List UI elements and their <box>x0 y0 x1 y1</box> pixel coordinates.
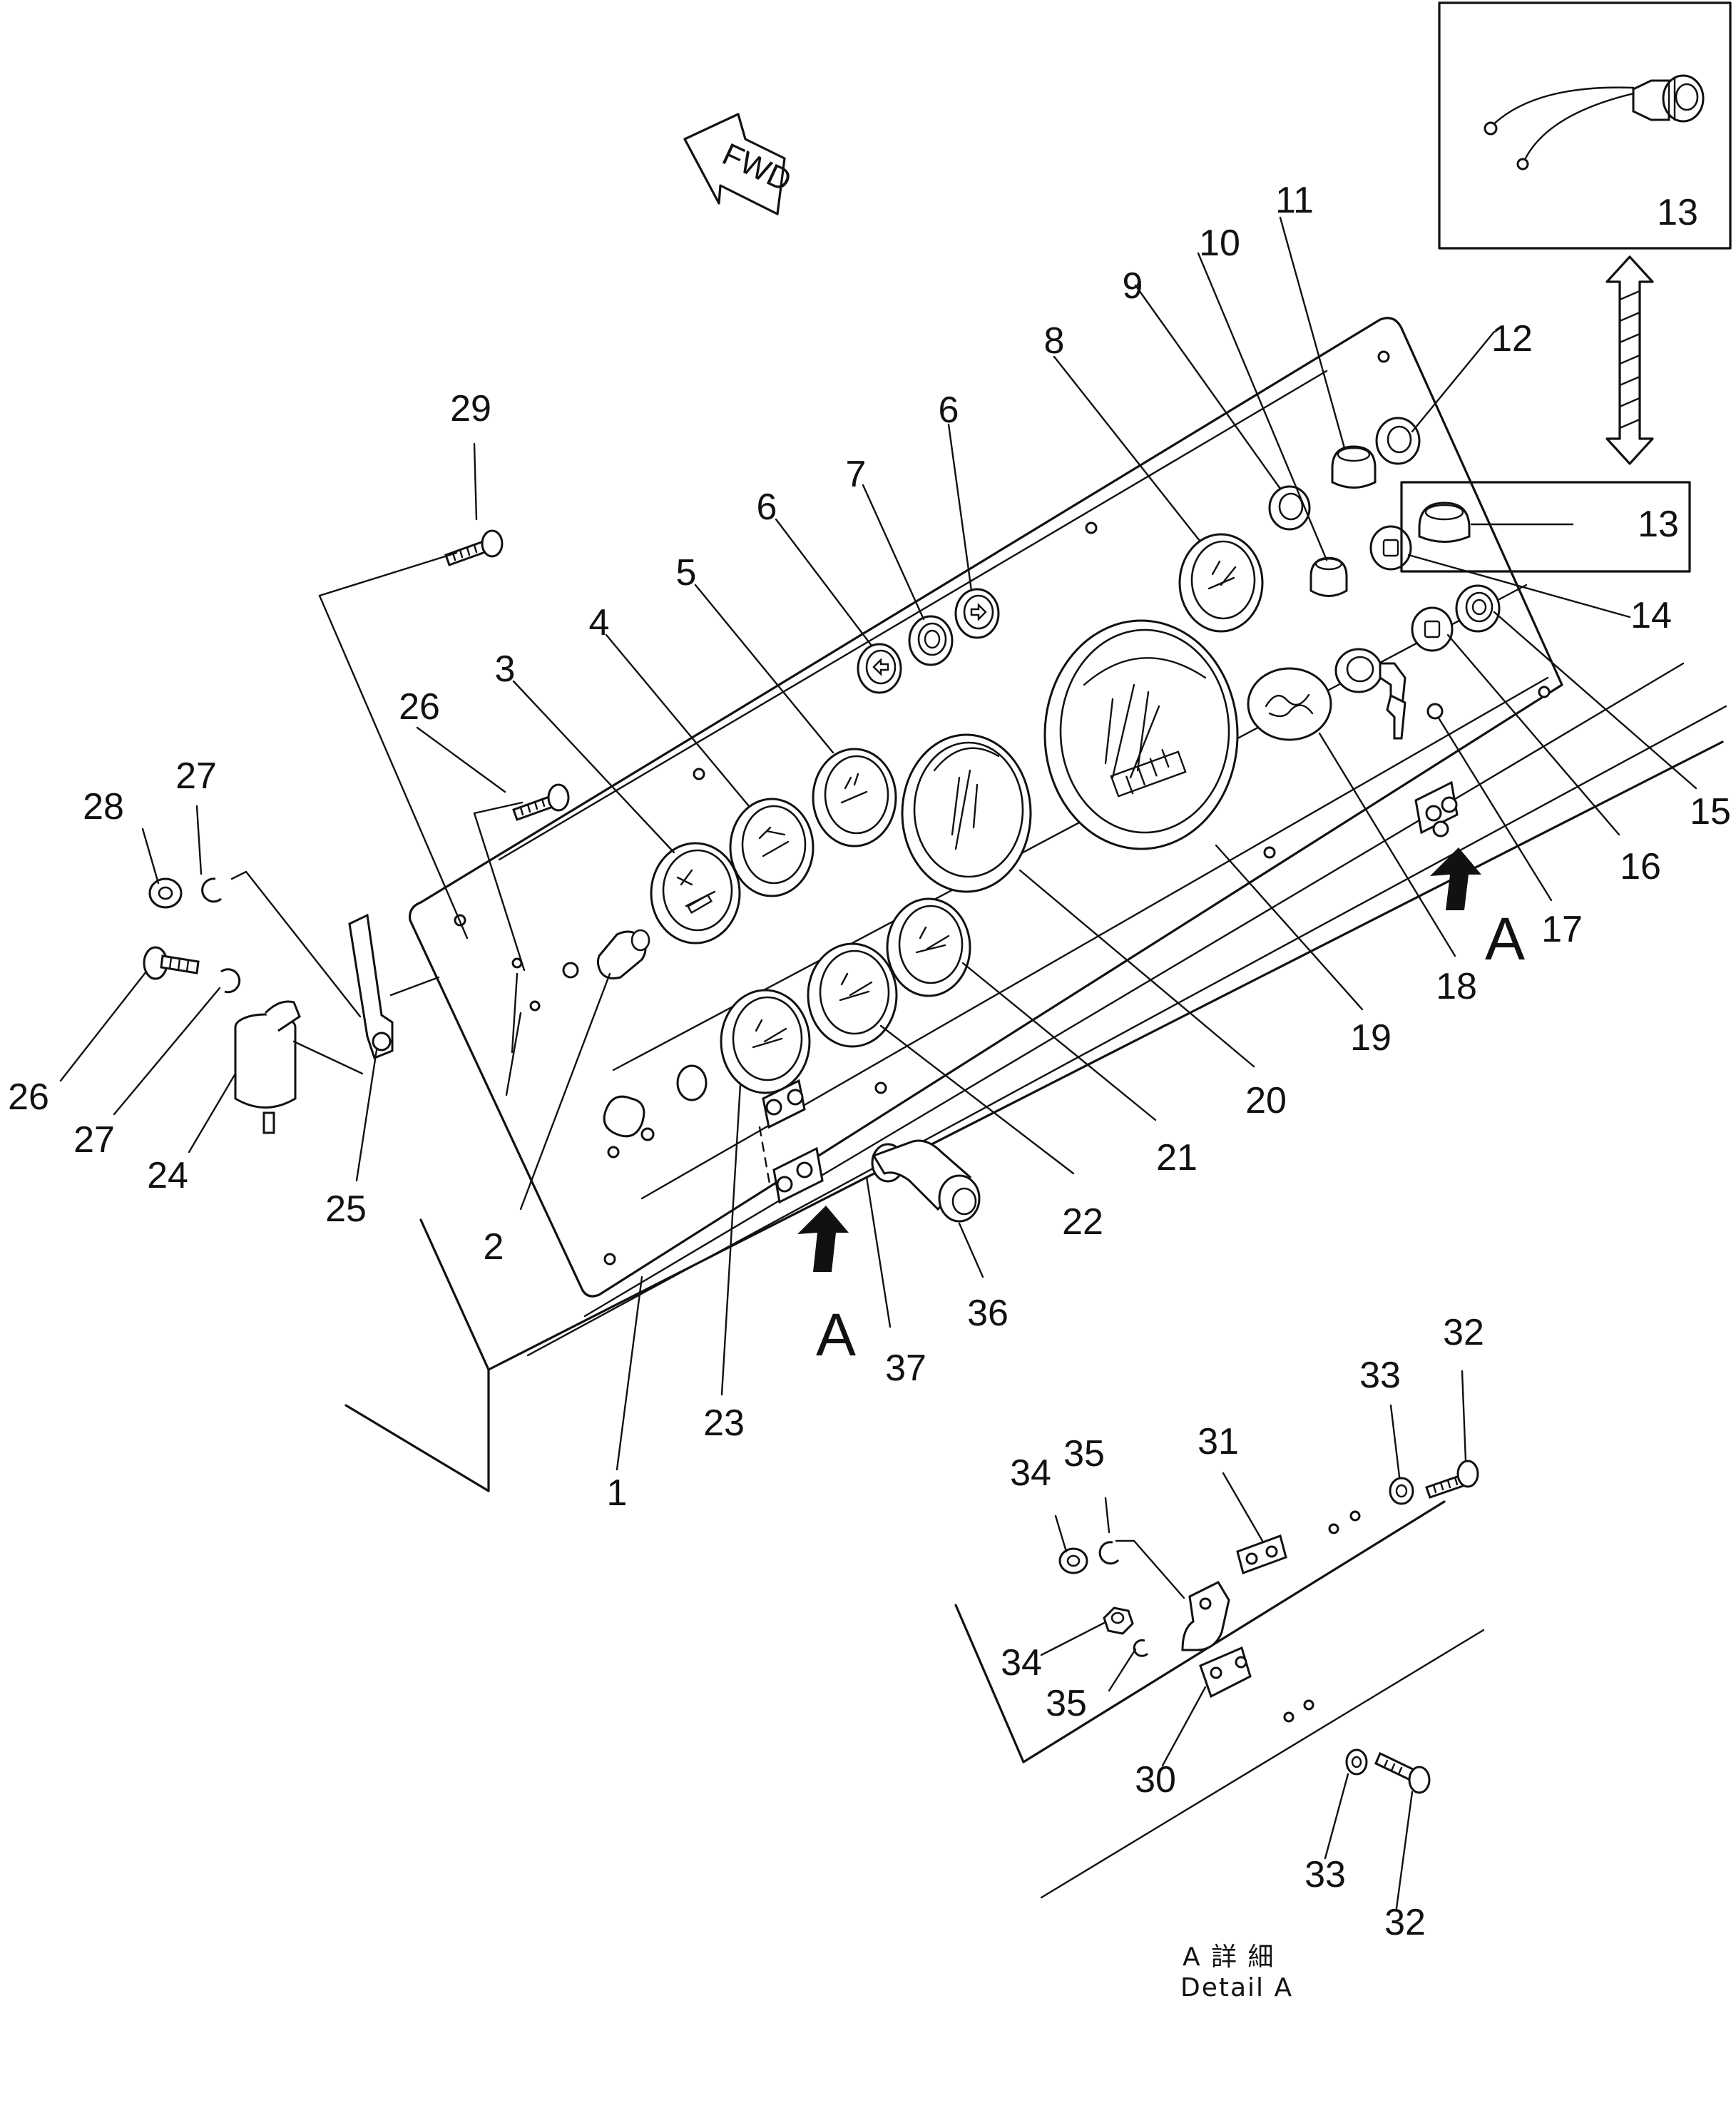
bracket-a-bottom <box>758 1079 824 1204</box>
callout-10: 10 <box>1199 223 1240 264</box>
gauge-23 <box>720 989 811 1094</box>
callout-12: 12 <box>1491 318 1533 360</box>
callout-37: 37 <box>885 1348 926 1389</box>
detail-caption-jp: A 詳 細 <box>1183 1942 1275 1972</box>
knob-36-37 <box>871 1139 981 1223</box>
callout-7: 7 <box>846 454 867 495</box>
indicator-lamp-6-left <box>857 643 902 694</box>
fwd-direction-arrow: FWD <box>683 113 797 215</box>
lamp-10 <box>1309 556 1348 597</box>
callout-26-lower: 26 <box>8 1076 49 1118</box>
indicator-lamp-7 <box>908 615 954 666</box>
callout-22: 22 <box>1062 1201 1103 1243</box>
lamp-9 <box>1268 485 1311 531</box>
callout-35-upper: 35 <box>1063 1433 1105 1475</box>
callout-34-lower: 34 <box>1001 1642 1042 1684</box>
callout-13: 13 <box>1638 504 1679 545</box>
view-letter-a-right: A <box>1485 905 1525 972</box>
callout-18: 18 <box>1436 966 1477 1007</box>
callout-14: 14 <box>1630 595 1672 636</box>
callout-9: 9 <box>1123 265 1143 307</box>
double-arrow <box>1605 255 1654 465</box>
callout-11: 11 <box>1275 180 1314 221</box>
callout-34-upper: 34 <box>1010 1452 1051 1494</box>
callout-27-upper: 27 <box>175 755 217 797</box>
callout-23: 23 <box>703 1402 745 1444</box>
callout-8: 8 <box>1044 320 1065 362</box>
callout-4: 4 <box>589 602 610 643</box>
callout-1: 1 <box>607 1472 628 1514</box>
washer-27-lower <box>220 968 241 994</box>
gauge-21 <box>886 897 971 997</box>
speedometer-gauge-19 <box>1043 619 1239 850</box>
detail-caption-en: Detail A <box>1180 1973 1293 2002</box>
callout-5: 5 <box>676 552 697 594</box>
cover-plate-18 <box>1247 667 1332 741</box>
instrument-panel-plate <box>408 317 1563 1298</box>
leader-lines <box>59 216 1697 1910</box>
lamp-15 <box>1455 584 1501 633</box>
tachometer-gauge-20 <box>901 733 1032 893</box>
callout-3: 3 <box>495 648 516 690</box>
bracket-a-right <box>1414 780 1459 837</box>
callout-35-lower: 35 <box>1046 1683 1087 1724</box>
callout-31: 31 <box>1198 1421 1239 1462</box>
gauge-22 <box>807 942 898 1048</box>
bolt-26-upper <box>512 783 570 821</box>
callout-6-right: 6 <box>939 389 959 431</box>
arrow-a-bottom <box>797 1206 849 1272</box>
callout-33-upper: 33 <box>1359 1355 1401 1396</box>
gauge-8 <box>1178 533 1264 633</box>
key-switch-17 <box>1334 648 1444 740</box>
detail-a-drawing <box>954 1460 1485 1899</box>
callout-36: 36 <box>967 1293 1009 1334</box>
callout-30: 30 <box>1135 1759 1176 1801</box>
callout-15: 15 <box>1690 791 1731 832</box>
callout-29: 29 <box>450 388 491 429</box>
flasher-unit-24 <box>234 1000 301 1134</box>
callout-13-inset: 13 <box>1657 192 1698 233</box>
callout-21: 21 <box>1156 1137 1198 1178</box>
callout-16: 16 <box>1620 846 1661 887</box>
callouts: 1 2 3 4 5 6 7 6 8 9 10 11 12 13 13 14 15… <box>8 180 1731 1943</box>
callout-6-left: 6 <box>757 487 777 528</box>
callout-19: 19 <box>1350 1017 1392 1059</box>
gauge-5 <box>812 748 897 847</box>
bolt-29 <box>444 529 504 566</box>
button-13 <box>1400 481 1691 573</box>
callout-2: 2 <box>484 1226 504 1268</box>
arrow-a-right <box>1430 847 1481 910</box>
callout-32-lower: 32 <box>1384 1902 1426 1943</box>
indicator-lamp-6-right <box>954 588 1000 639</box>
bolt-26-lower <box>143 946 200 980</box>
switch-16 <box>1411 606 1454 652</box>
callout-28: 28 <box>83 786 124 828</box>
lamp-11 <box>1331 445 1377 489</box>
socket-2 <box>596 929 650 979</box>
callout-27-lower: 27 <box>73 1119 115 1161</box>
gauge-3 <box>650 842 741 944</box>
callout-20: 20 <box>1245 1080 1287 1121</box>
nut-28 <box>148 877 183 909</box>
callout-33-lower: 33 <box>1304 1854 1346 1895</box>
inset-detail-13 <box>1438 1 1732 250</box>
switch-14 <box>1369 525 1412 571</box>
gauge-4 <box>729 798 815 897</box>
callout-26-upper: 26 <box>399 686 440 728</box>
callout-25: 25 <box>325 1188 367 1230</box>
view-letter-a-bottom: A <box>816 1301 856 1368</box>
washer-27-upper <box>201 877 222 903</box>
callout-32-upper: 32 <box>1443 1312 1484 1353</box>
lamp-12 <box>1375 417 1421 465</box>
callout-17: 17 <box>1541 909 1583 950</box>
callout-24: 24 <box>147 1155 188 1196</box>
bracket-25 <box>348 913 394 1059</box>
